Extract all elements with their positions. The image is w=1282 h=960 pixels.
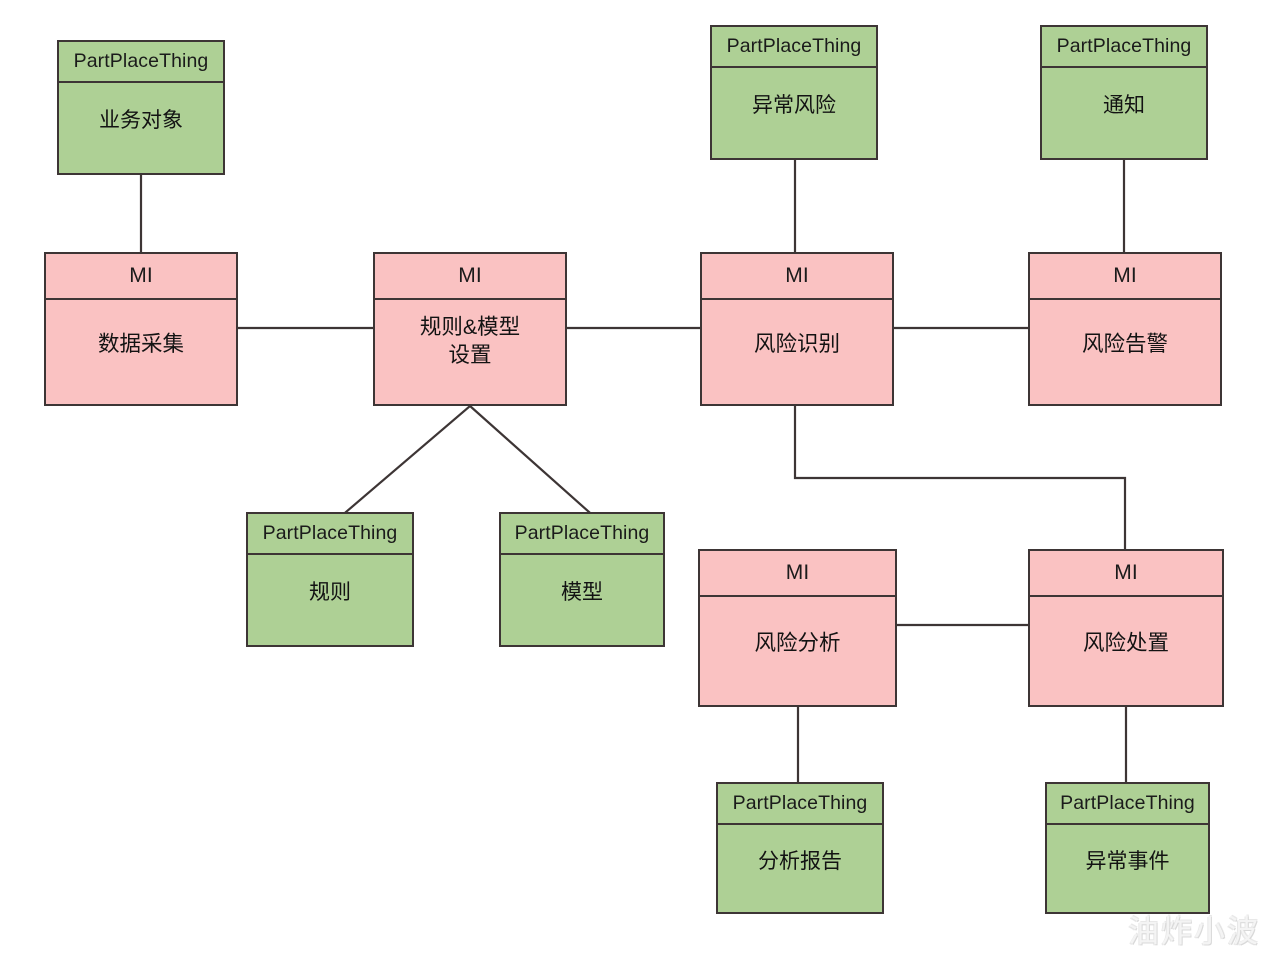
node-label-model: 模型 xyxy=(501,555,663,645)
node-stereotype-risk-alarm: MI xyxy=(1030,254,1220,300)
node-label-data-collection: 数据采集 xyxy=(46,300,236,404)
node-label-rule: 规则 xyxy=(248,555,412,645)
node-stereotype-abnormal-event: PartPlaceThing xyxy=(1047,784,1208,825)
node-label-abnormal-risk: 异常风险 xyxy=(712,68,876,158)
node-label-abnormal-event: 异常事件 xyxy=(1047,825,1208,912)
node-stereotype-notification: PartPlaceThing xyxy=(1042,27,1206,68)
node-label-wrap-rule-model-setting: 规则&模型设置 xyxy=(420,313,520,370)
node-stereotype-analysis-report: PartPlaceThing xyxy=(718,784,882,825)
node-stereotype-risk-identification: MI xyxy=(702,254,892,300)
node-label-analysis-report: 分析报告 xyxy=(718,825,882,912)
node-stereotype-rule: PartPlaceThing xyxy=(248,514,412,555)
node-stereotype-rule-model-setting: MI xyxy=(375,254,565,300)
node-stereotype-risk-disposal: MI xyxy=(1030,551,1222,597)
edge-risk-identification-risk-disposal xyxy=(793,404,1127,551)
node-stereotype-abnormal-risk: PartPlaceThing xyxy=(712,27,876,68)
node-label-line1-rule-model-setting: 规则&模型 xyxy=(419,314,521,339)
node-label-business-object: 业务对象 xyxy=(59,83,223,173)
node-label-risk-disposal: 风险处置 xyxy=(1030,597,1222,705)
node-rule-model-setting[interactable]: MI 规则&模型设置 xyxy=(373,252,567,406)
node-label-rule-model-setting: 规则&模型设置 xyxy=(375,300,565,404)
node-stereotype-risk-analysis: MI xyxy=(700,551,895,597)
node-label-risk-alarm: 风险告警 xyxy=(1030,300,1220,404)
node-stereotype-model: PartPlaceThing xyxy=(501,514,663,555)
edge-rule-model-model xyxy=(468,404,591,514)
node-stereotype-business-object: PartPlaceThing xyxy=(59,42,223,83)
node-label-risk-identification: 风险识别 xyxy=(702,300,892,404)
node-label-line2-rule-model-setting: 设置 xyxy=(448,343,492,367)
watermark: 油炸小波 xyxy=(1128,914,1260,949)
node-label-risk-analysis: 风险分析 xyxy=(700,597,895,705)
node-label-notification: 通知 xyxy=(1042,68,1206,158)
edge-rule-model-rule xyxy=(344,404,472,514)
node-stereotype-data-collection: MI xyxy=(46,254,236,300)
